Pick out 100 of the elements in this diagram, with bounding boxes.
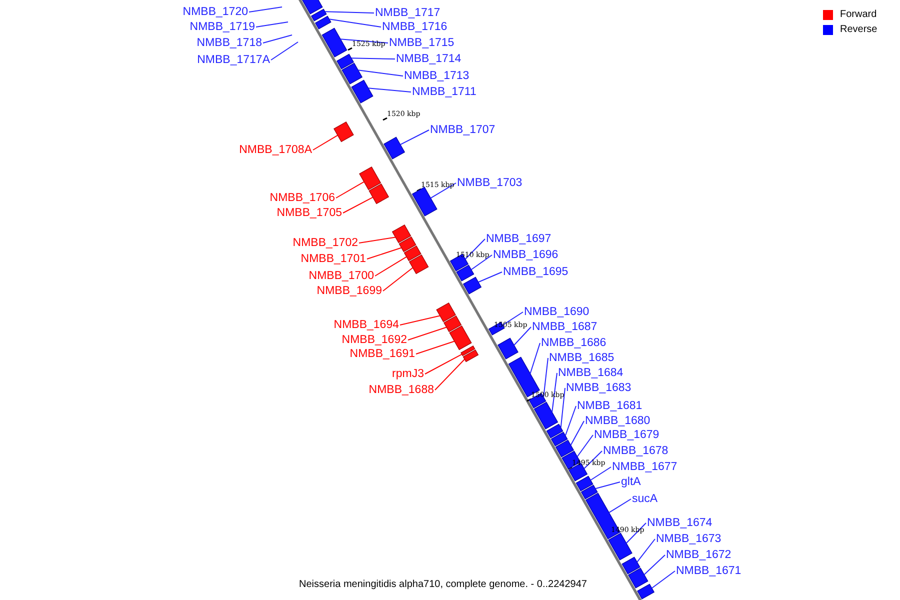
- gene-label: NMBB_1711: [412, 84, 476, 100]
- leader-line: [570, 420, 584, 446]
- gene-label: NMBB_1686: [541, 335, 606, 351]
- gene-label: NMBB_1695: [503, 264, 568, 280]
- leader-line: [514, 326, 532, 346]
- gene-label: sucA: [632, 491, 658, 507]
- leader-line: [400, 315, 440, 326]
- gene-label: NMBB_1678: [603, 443, 668, 459]
- leader-line: [374, 256, 407, 276]
- gene-label: NMBB_1688: [368, 382, 434, 398]
- gene-label: rpmJ3: [392, 366, 424, 382]
- leader-line: [368, 88, 412, 92]
- gene-label: NMBB_1671: [676, 563, 742, 579]
- gene-block: [392, 224, 412, 244]
- gene-label: NMBB_1706: [270, 190, 335, 206]
- gene-label: NMBB_1715: [389, 35, 454, 51]
- gene-label: NMBB_1674: [647, 515, 712, 531]
- leader-line: [584, 450, 602, 470]
- gene-block: [462, 276, 482, 294]
- gene-block: [301, 0, 323, 14]
- gene-block: [398, 236, 416, 252]
- gene-label: NMBB_1720: [182, 4, 248, 20]
- gene-block: [368, 183, 390, 204]
- gene-label: NMBB_1716: [382, 19, 448, 35]
- leader-line: [312, 134, 338, 150]
- leader-line: [324, 11, 374, 14]
- gene-label: NMBB_1700: [308, 268, 374, 284]
- gene-label: NMBB_1703: [457, 175, 522, 191]
- gene-label: NMBB_1714: [396, 51, 462, 67]
- leader-line: [644, 554, 666, 576]
- gene-label: NMBB_1707: [430, 122, 496, 138]
- gene-label: NMBB_1680: [585, 413, 650, 429]
- gene-label: NMBB_1691: [350, 346, 415, 362]
- caption: Neisseria meningitidis alpha710, complete genome. - 0..2242947: [299, 578, 587, 591]
- leader-line: [478, 272, 502, 283]
- gene-label: NMBB_1708A: [239, 142, 312, 158]
- leader-line: [382, 267, 414, 292]
- gene-block: [314, 16, 332, 30]
- gene-label: NMBB_1681: [577, 398, 642, 414]
- leader-line: [434, 358, 466, 390]
- gene-label: NMBB_1717A: [197, 52, 270, 68]
- gene-label: NMBB_1673: [656, 531, 722, 547]
- leader-line: [502, 312, 524, 326]
- gene-label: NMBB_1684: [558, 365, 624, 381]
- leader-line: [336, 181, 364, 198]
- gene-label: NMBB_1683: [566, 380, 632, 396]
- gene-label: NMBB_1717: [375, 5, 440, 21]
- gene-label: NMBB_1718: [196, 35, 262, 51]
- leader-line: [358, 70, 404, 76]
- gene-block: [336, 54, 354, 70]
- leader-line: [262, 34, 292, 44]
- gene-block: [456, 264, 474, 282]
- gene-label: NMBB_1694: [334, 317, 399, 333]
- gene-block: [628, 568, 648, 588]
- leader-line: [530, 342, 540, 374]
- leader-line: [564, 406, 576, 436]
- leader-line: [608, 498, 632, 514]
- gene-block: [342, 62, 363, 84]
- leader-line: [424, 354, 462, 374]
- gene-block: [460, 345, 476, 356]
- gene-block: [412, 186, 438, 216]
- gene-label: gltA: [621, 474, 641, 490]
- leader-line: [408, 326, 447, 340]
- legend-text: Reverse: [840, 23, 878, 36]
- gene-block: [498, 338, 518, 360]
- gene-block: [622, 556, 640, 574]
- leader-line: [350, 58, 396, 60]
- gene-block: [637, 584, 655, 600]
- gene-label: NMBB_1687: [532, 319, 598, 335]
- leader-line: [328, 18, 382, 28]
- leader-line: [552, 372, 558, 413]
- gene-label: NMBB_1713: [404, 68, 470, 84]
- gene-label: NMBB_1701: [300, 251, 366, 267]
- gene-label: NMBB_1697: [486, 231, 552, 247]
- leader-line: [340, 38, 388, 44]
- gene-block: [462, 349, 479, 362]
- gene-block: [404, 245, 422, 262]
- leader-line: [576, 434, 594, 458]
- leader-line: [270, 42, 298, 60]
- gene-label: NMBB_1696: [493, 247, 558, 263]
- gene-block: [310, 8, 327, 22]
- gene-block: [436, 302, 456, 322]
- gene-label: NMBB_1677: [612, 459, 678, 475]
- leader-line: [248, 6, 282, 12]
- gene-label: NMBB_1685: [549, 350, 614, 366]
- gene-block: [546, 424, 564, 438]
- leader-line: [400, 130, 430, 146]
- gene-label: NMBB_1702: [292, 235, 358, 251]
- gene-block: [608, 532, 632, 560]
- gene-block: [408, 254, 429, 274]
- gene-label: NMBB_1692: [342, 332, 407, 348]
- gene-label: NMBB_1719: [190, 19, 255, 35]
- gene-block: [351, 80, 374, 104]
- leader-line: [430, 182, 456, 199]
- gene-block: [384, 136, 406, 160]
- gene-block: [444, 315, 462, 332]
- gene-block: [580, 484, 598, 500]
- leader-line: [636, 538, 656, 563]
- leader-line: [366, 247, 402, 260]
- gene-block: [550, 432, 568, 446]
